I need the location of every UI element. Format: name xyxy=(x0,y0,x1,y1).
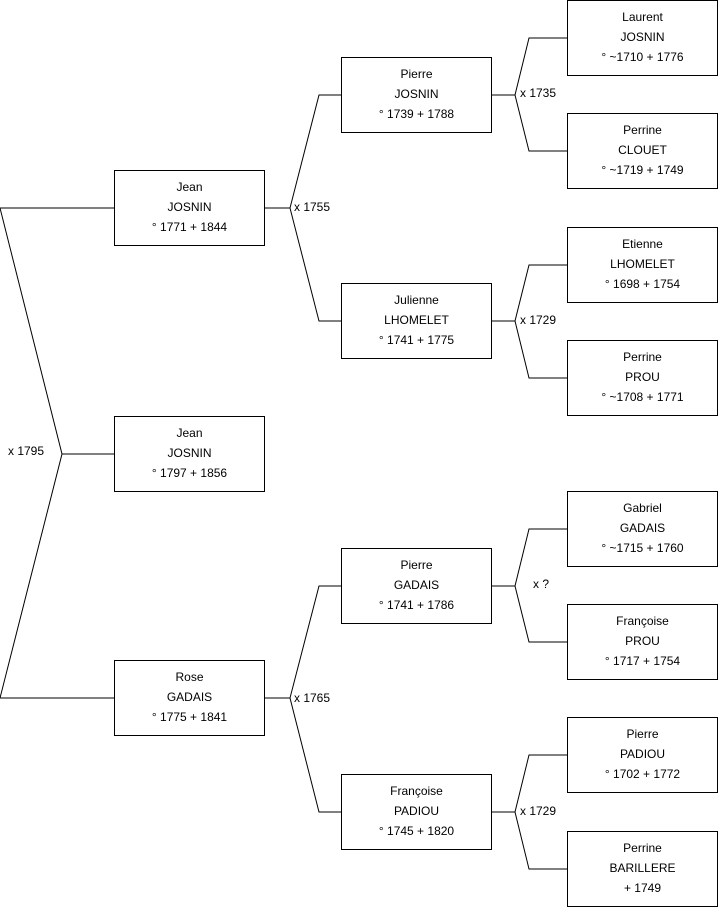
last-name: PROU xyxy=(625,634,660,648)
person-fff: Laurent JOSNIN ° ~1710 + 1776 xyxy=(567,0,718,76)
connector-mother-mm xyxy=(289,697,341,813)
person-mf: Pierre GADAIS ° 1741 + 1786 xyxy=(341,548,492,624)
person-father: Jean JOSNIN ° 1771 + 1844 xyxy=(114,170,265,246)
first-name: Etienne xyxy=(622,237,663,251)
person-ffm: Perrine CLOUET ° ~1719 + 1749 xyxy=(567,113,718,189)
marriage-label-mf: x ? xyxy=(533,577,550,591)
life-dates: ° ~1719 + 1749 xyxy=(601,163,684,177)
first-name: Rose xyxy=(175,670,204,684)
first-name: Françoise xyxy=(616,614,669,628)
life-dates: ° 1739 + 1788 xyxy=(378,107,455,121)
person-ff: Pierre JOSNIN ° 1739 + 1788 xyxy=(341,57,492,133)
first-name: Laurent xyxy=(622,10,663,24)
person-mmf: Pierre PADIOU ° 1702 + 1772 xyxy=(567,717,718,793)
person-mmm: Perrine BARILLERE + 1749 xyxy=(567,831,718,907)
last-name: JOSNIN xyxy=(167,446,212,460)
last-name: GADAIS xyxy=(166,690,213,704)
first-name: Julienne xyxy=(394,293,439,307)
life-dates: ° 1745 + 1820 xyxy=(378,824,455,838)
marriage-label-parents: x 1795 xyxy=(8,444,45,458)
last-name: CLOUET xyxy=(618,143,667,157)
last-name: GADAIS xyxy=(393,578,440,592)
first-name: Gabriel xyxy=(623,501,662,515)
last-name: JOSNIN xyxy=(394,87,439,101)
marriage-label-father: x 1755 xyxy=(294,200,331,214)
life-dates: ° 1775 + 1841 xyxy=(151,710,228,724)
connector-mother-mf xyxy=(289,585,341,699)
life-dates: ° 1702 + 1772 xyxy=(604,767,681,781)
person-fmm: Perrine PROU ° ~1708 + 1771 xyxy=(567,340,718,416)
connector-mm-mmf xyxy=(514,754,567,813)
marriage-label-mother: x 1765 xyxy=(294,691,331,705)
connector-father-ff xyxy=(289,94,341,209)
last-name: JOSNIN xyxy=(620,30,665,44)
connector-root-mother xyxy=(0,453,114,699)
first-name: Pierre xyxy=(400,67,433,81)
person-fm: Julienne LHOMELET ° 1741 + 1775 xyxy=(341,283,492,359)
marriage-label-mm: x 1729 xyxy=(520,804,557,818)
last-name: PADIOU xyxy=(619,747,666,761)
person-mff: Gabriel GADAIS ° ~1715 + 1760 xyxy=(567,491,718,567)
last-name: BARILLERE xyxy=(609,861,676,875)
life-dates: ° ~1708 + 1771 xyxy=(601,390,684,404)
first-name: Perrine xyxy=(623,350,662,364)
first-name: Jean xyxy=(176,180,203,194)
connector-father-fm xyxy=(289,207,341,322)
connector-root-father xyxy=(0,207,114,455)
connector-mf-mff xyxy=(514,528,567,587)
life-dates: ° 1698 + 1754 xyxy=(604,277,681,291)
last-name: GADAIS xyxy=(619,521,666,535)
person-root: Jean JOSNIN ° 1797 + 1856 xyxy=(114,416,265,492)
connector-ff-fff xyxy=(514,37,567,96)
person-mm: Françoise PADIOU ° 1745 + 1820 xyxy=(341,774,492,850)
life-dates: ° 1741 + 1775 xyxy=(378,333,455,347)
marriage-label-ff: x 1735 xyxy=(520,86,557,100)
first-name: Perrine xyxy=(623,841,662,855)
last-name: LHOMELET xyxy=(610,257,675,271)
connector-mf-mfm xyxy=(514,585,567,643)
connector-ff-ffm xyxy=(514,94,567,152)
life-dates: ° ~1715 + 1760 xyxy=(601,541,684,555)
last-name: PROU xyxy=(625,370,660,384)
first-name: Jean xyxy=(176,426,203,440)
person-fmf: Etienne LHOMELET ° 1698 + 1754 xyxy=(567,227,718,303)
person-mother: Rose GADAIS ° 1775 + 1841 xyxy=(114,660,265,736)
life-dates: ° 1741 + 1786 xyxy=(378,598,455,612)
marriage-label-fm: x 1729 xyxy=(520,313,557,327)
life-dates: ° ~1710 + 1776 xyxy=(601,50,684,64)
connector-mm-mmm xyxy=(514,811,567,870)
life-dates: + 1749 xyxy=(623,881,662,895)
connector-fm-fmm xyxy=(514,320,567,379)
first-name: Pierre xyxy=(400,558,433,572)
life-dates: ° 1797 + 1856 xyxy=(151,466,228,480)
first-name: Perrine xyxy=(623,123,662,137)
connector-fm-fmf xyxy=(514,264,567,322)
first-name: Françoise xyxy=(390,784,443,798)
last-name: LHOMELET xyxy=(384,313,449,327)
person-mfm: Françoise PROU ° 1717 + 1754 xyxy=(567,604,718,680)
life-dates: ° 1717 + 1754 xyxy=(604,654,681,668)
life-dates: ° 1771 + 1844 xyxy=(151,220,228,234)
last-name: PADIOU xyxy=(393,804,440,818)
first-name: Pierre xyxy=(626,727,659,741)
last-name: JOSNIN xyxy=(167,200,212,214)
